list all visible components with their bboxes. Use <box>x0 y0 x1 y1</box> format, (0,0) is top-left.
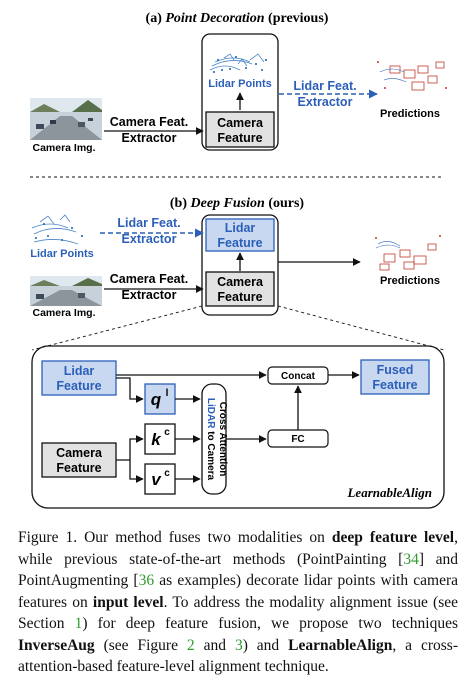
v-superscript: c <box>164 468 170 479</box>
feature-container-b <box>201 214 279 316</box>
ref-34[interactable]: 34 <box>403 550 419 568</box>
align-lidar-feature-line1: Lidar <box>64 364 95 378</box>
k-box <box>144 423 176 455</box>
lidar-points-label-b: Lidar Points <box>30 248 94 260</box>
lidar-extractor-line1-b: Lidar Feat. <box>117 216 180 230</box>
predictions-label-a: Predictions <box>380 108 440 120</box>
lidar-extractor-line2-b: Extractor <box>122 232 177 246</box>
lidar-points-image-b <box>31 214 83 245</box>
zoom-line-left <box>31 305 203 351</box>
zoom-line-right <box>277 305 445 351</box>
learnablealign-block <box>31 345 445 509</box>
predictions-label-b: Predictions <box>380 275 440 287</box>
lidar-extractor-line2-a: Extractor <box>298 95 353 109</box>
cross-attention-line2: Cross Attention <box>217 402 228 477</box>
fused-feature-box <box>360 359 430 395</box>
figure-caption: Figure 1. Our method fuses two modalitie… <box>18 529 459 675</box>
align-lidar-feature-box <box>41 360 117 396</box>
camera-img-label-b: Camera Img. <box>32 307 95 319</box>
camera-label-bg-a <box>29 140 99 154</box>
camera-feature-box-b <box>205 271 275 307</box>
q-superscript: l <box>166 388 169 399</box>
fc-label: FC <box>291 434 304 445</box>
v-label: v <box>151 470 162 489</box>
camera-feature-line2-b: Feature <box>217 290 262 304</box>
k-label: k <box>151 430 162 449</box>
k-superscript: c <box>164 427 170 438</box>
v-box <box>144 463 176 495</box>
lidar-extractor-line1-a: Lidar Feat. <box>293 79 356 93</box>
align-camera-feature-line1: Camera <box>56 446 103 460</box>
predictions-image-b <box>375 235 441 271</box>
camera-extractor-line1-b: Camera Feat. <box>110 272 189 286</box>
camera-feature-line1-b: Camera <box>217 275 264 289</box>
arrow-lidar-to-q <box>116 377 144 403</box>
camera-image-a <box>30 98 102 140</box>
camera-extractor-line2-b: Extractor <box>122 288 177 302</box>
fused-feature-line1: Fused <box>377 363 414 377</box>
camera-image-b <box>30 276 102 306</box>
q-label: q <box>151 390 162 409</box>
concat-label: Concat <box>281 371 316 382</box>
ref-36[interactable]: 36 <box>138 572 155 589</box>
camera-img-label-a: Camera Img. <box>32 142 95 154</box>
camera-extractor-line1-a: Camera Feat. <box>110 115 189 129</box>
camera-feature-box-a <box>205 111 275 148</box>
camera-feature-line2-a: Feature <box>217 131 262 145</box>
lidar-feature-box-b <box>205 218 275 252</box>
arrow-camera-to-k <box>116 435 144 461</box>
lidar-points-label-a: Lidar Points <box>208 78 272 90</box>
camera-extractor-line2-a: Extractor <box>122 131 177 145</box>
lidar-feature-line1-b: Lidar <box>225 221 256 235</box>
feature-container-a <box>201 33 279 151</box>
fusion-diagram: (a) Point Decoration (previous) Lidar Po… <box>29 11 447 509</box>
lidar-points-image-a <box>209 53 267 73</box>
camera-feature-line1-a: Camera <box>217 116 264 130</box>
ref-figure-2[interactable]: 2 <box>186 636 195 654</box>
ref-section-1[interactable]: 1 <box>74 615 83 632</box>
arrow-camera-to-v <box>129 460 144 483</box>
predictions-image-a <box>377 61 447 91</box>
align-camera-feature-box <box>41 442 117 478</box>
fused-feature-line2: Feature <box>372 378 417 392</box>
align-lidar-feature-line2: Feature <box>56 379 101 393</box>
section-a-title: (a) Point Decoration (previous) <box>146 11 329 26</box>
section-b-title: (b) Deep Fusion (ours) <box>170 196 305 211</box>
lidar-feature-line2-b: Feature <box>217 236 262 250</box>
align-camera-feature-line2: Feature <box>56 461 101 475</box>
ref-figure-3[interactable]: 3 <box>234 636 243 654</box>
cross-attention-line1: LiDAR to Camera <box>205 398 216 481</box>
learnablealign-title: LearnableAlign <box>346 485 432 500</box>
